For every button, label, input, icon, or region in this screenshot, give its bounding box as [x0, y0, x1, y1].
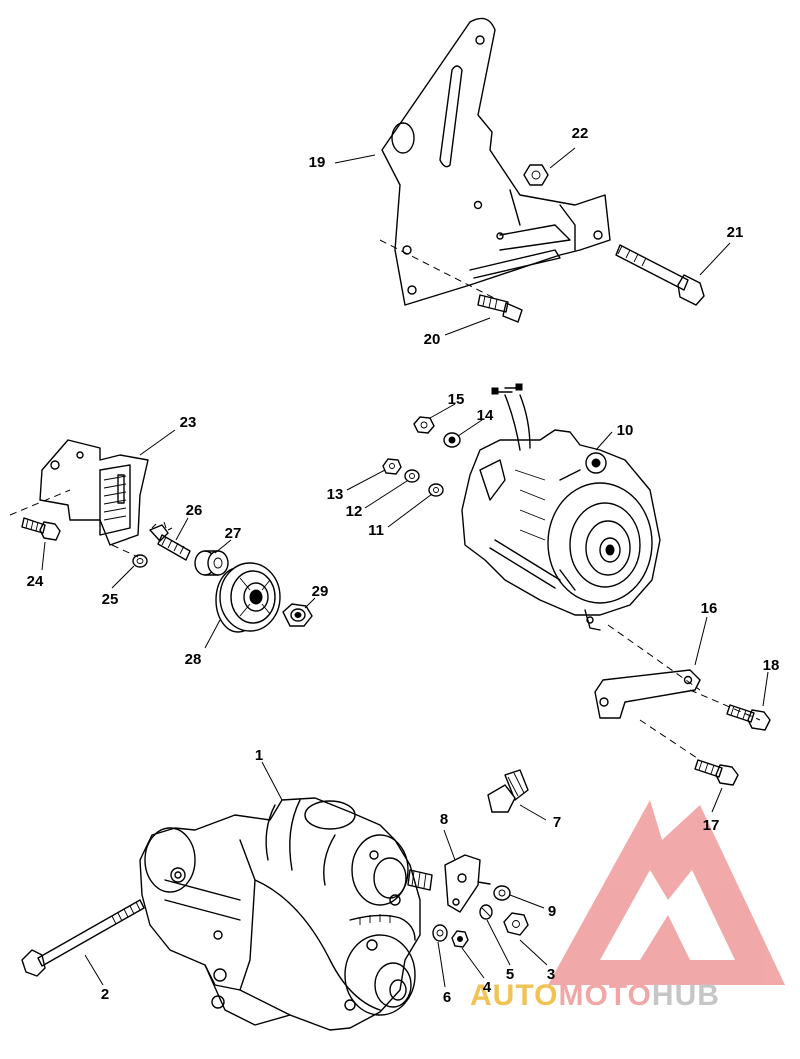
callout-28: 28	[185, 651, 202, 668]
part-24-bolt	[21, 517, 61, 541]
callout-8: 8	[440, 811, 448, 828]
logo-text-hub: HUB	[652, 979, 720, 1012]
part-7-boot	[487, 769, 529, 813]
part-12-washer	[404, 469, 420, 483]
callout-1: 1	[255, 747, 263, 764]
callout-17: 17	[703, 817, 720, 834]
callout-19: 19	[309, 154, 326, 171]
callout-15: 15	[448, 391, 465, 408]
logo-text: AUTOMOTOHUB	[470, 979, 720, 1012]
part-18-bolt	[726, 704, 771, 731]
callout-2: 2	[101, 986, 109, 1003]
part-19-bracket	[379, 17, 611, 306]
part-22-nut	[523, 164, 549, 186]
leader-lines	[41, 147, 769, 988]
callout-6: 6	[443, 989, 451, 1006]
logo-triangle	[548, 800, 785, 985]
callout-23: 23	[180, 414, 197, 431]
part-23-bracket	[9, 439, 149, 546]
callout-3: 3	[547, 966, 555, 983]
callout-12: 12	[346, 503, 363, 520]
part-1-starter-motor	[139, 797, 433, 1031]
callout-9: 9	[548, 903, 556, 920]
part-27-spacer	[194, 550, 229, 576]
callout-27: 27	[225, 525, 242, 542]
callout-5: 5	[506, 966, 514, 983]
part-25-washer	[111, 544, 148, 568]
callout-10: 10	[617, 422, 634, 439]
callout-14: 14	[477, 407, 494, 424]
callout-24: 24	[27, 573, 44, 590]
callout-16: 16	[701, 600, 718, 617]
callout-labels: 1 2 3 4 5 6 7 8 9 10 11 12 13 14 15 16 1…	[27, 125, 780, 1006]
part-8-terminal-block	[444, 854, 491, 913]
part-15-nut	[413, 416, 435, 434]
logo-text-moto: MOTO	[558, 979, 651, 1012]
callout-20: 20	[424, 331, 441, 348]
part-5-washer	[479, 904, 493, 920]
part-3-nut	[503, 912, 529, 936]
logo-text-auto: AUTO	[470, 979, 558, 1012]
callout-25: 25	[102, 591, 119, 608]
callout-21: 21	[727, 224, 744, 241]
callout-18: 18	[763, 657, 780, 674]
callout-26: 26	[186, 502, 203, 519]
callout-7: 7	[553, 814, 561, 831]
part-11-washer	[428, 483, 444, 497]
part-29-nut	[282, 603, 313, 627]
callout-4: 4	[483, 979, 492, 996]
part-10-alternator	[461, 383, 661, 631]
part-26-bolt	[149, 521, 191, 561]
part-9-nut	[493, 885, 511, 901]
callout-22: 22	[572, 125, 589, 142]
part-16-bracket	[594, 624, 761, 721]
part-21-bolt	[615, 244, 705, 306]
callout-13: 13	[327, 486, 344, 503]
part-13-nut	[382, 458, 402, 475]
part-20-stud	[477, 294, 523, 323]
part-4-nut	[451, 930, 469, 948]
part-17-bolt	[639, 719, 739, 786]
callout-11: 11	[368, 522, 384, 539]
watermark-logo: AUTOMOTOHUB	[470, 800, 785, 1012]
part-14-nut	[443, 432, 461, 448]
part-2-bolt	[21, 899, 145, 977]
part-6-washer	[432, 924, 448, 942]
part-28-pulley	[215, 562, 281, 633]
callout-29: 29	[312, 583, 329, 600]
logo-triangle-inner	[640, 915, 690, 960]
